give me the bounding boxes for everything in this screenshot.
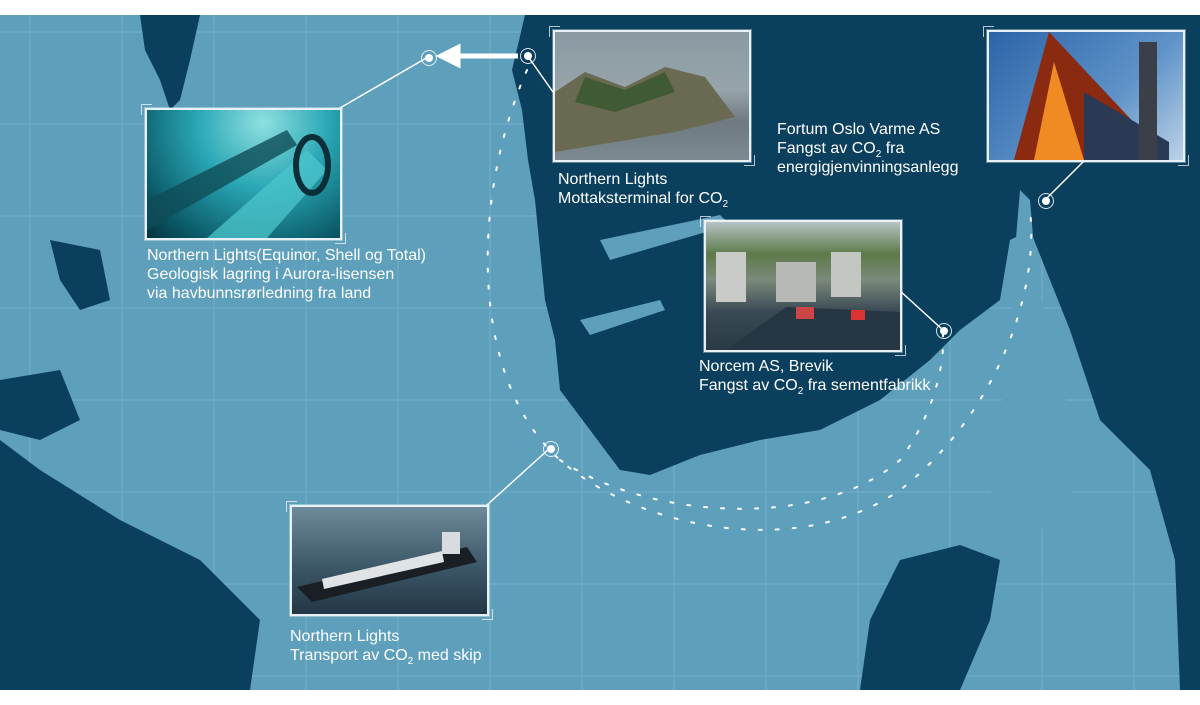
land-masses bbox=[0, 15, 1200, 690]
aurora-caption: Northern Lights(Equinor, Shell og Total)… bbox=[147, 246, 426, 303]
aurora-caption-line2: Geologisk lagring i Aurora-lisensen bbox=[147, 266, 395, 283]
mottak-caption-line1: Northern Lights bbox=[558, 171, 668, 188]
caption-text: fra bbox=[881, 140, 905, 157]
rocky-coast-illustration bbox=[555, 67, 735, 152]
norcem-marker[interactable] bbox=[936, 323, 952, 339]
west-coast-left bbox=[0, 370, 80, 440]
fortum-marker[interactable] bbox=[1038, 193, 1054, 209]
ship-caption: Northern Lights Transport av CO2 med ski… bbox=[290, 627, 482, 667]
ship-marker[interactable] bbox=[543, 441, 559, 457]
fortum-caption-line2: Fangst av CO2 fra bbox=[777, 139, 958, 160]
mottak-caption: Northern Lights Mottaksterminal for CO2 bbox=[558, 170, 729, 210]
mottak-caption-line2: Mottaksterminal for CO2 bbox=[558, 189, 729, 210]
plant-building-illustration bbox=[1014, 32, 1169, 160]
shetland bbox=[140, 15, 200, 110]
aurora-caption-line3: via havbunnsrørledning fra land bbox=[147, 285, 372, 302]
coastal-terminal-photo bbox=[549, 26, 755, 166]
denmark bbox=[860, 545, 1000, 690]
mottak-caption-text: Mottaksterminal for CO bbox=[558, 190, 723, 207]
norcem-caption-line1: Norcem AS, Brevik bbox=[699, 358, 834, 375]
pipeline-illustration bbox=[147, 130, 331, 238]
subscript-2: 2 bbox=[875, 149, 882, 160]
factory-illustration bbox=[716, 252, 900, 350]
ship-illustration bbox=[297, 532, 477, 602]
norcem-cement-factory-photo bbox=[700, 216, 906, 356]
subsea-pipeline-photo bbox=[141, 104, 346, 244]
subscript-2: 2 bbox=[407, 656, 414, 667]
ship-caption-line1: Northern Lights bbox=[290, 628, 400, 645]
caption-text: med skip bbox=[413, 647, 482, 664]
subscript-2: 2 bbox=[722, 199, 729, 210]
ship-route bbox=[486, 69, 1033, 531]
subscript-2: 2 bbox=[797, 386, 804, 397]
norcem-caption-line2: Fangst av CO2 fra sementfabrikk bbox=[699, 376, 931, 397]
caption-text: Fangst av CO bbox=[777, 140, 876, 157]
ship-caption-line2: Transport av CO2 med skip bbox=[290, 646, 482, 667]
mottak-marker[interactable] bbox=[520, 48, 536, 64]
orkney bbox=[50, 240, 110, 310]
caption-text: fra sementfabrikk bbox=[803, 377, 931, 394]
co2-ship-photo bbox=[286, 501, 493, 620]
norcem-caption: Norcem AS, Brevik Fangst av CO2 fra seme… bbox=[699, 357, 931, 397]
fortum-caption-line3: energigjenvinningsanlegg bbox=[777, 159, 959, 176]
aurora-caption-line1: Northern Lights(Equinor, Shell og Total) bbox=[147, 247, 426, 264]
fortum-caption-line1: Fortum Oslo Varme AS bbox=[777, 121, 941, 138]
fjords bbox=[580, 190, 1085, 540]
scotland bbox=[0, 440, 260, 690]
caption-text: Fangst av CO bbox=[699, 377, 798, 394]
aurora-marker[interactable] bbox=[421, 50, 437, 66]
norway-sweden bbox=[512, 15, 1200, 690]
fortum-caption: Fortum Oslo Varme AS Fangst av CO2 fra e… bbox=[777, 120, 958, 177]
caption-text: Transport av CO bbox=[290, 647, 408, 664]
fortum-plant-photo bbox=[983, 26, 1189, 166]
